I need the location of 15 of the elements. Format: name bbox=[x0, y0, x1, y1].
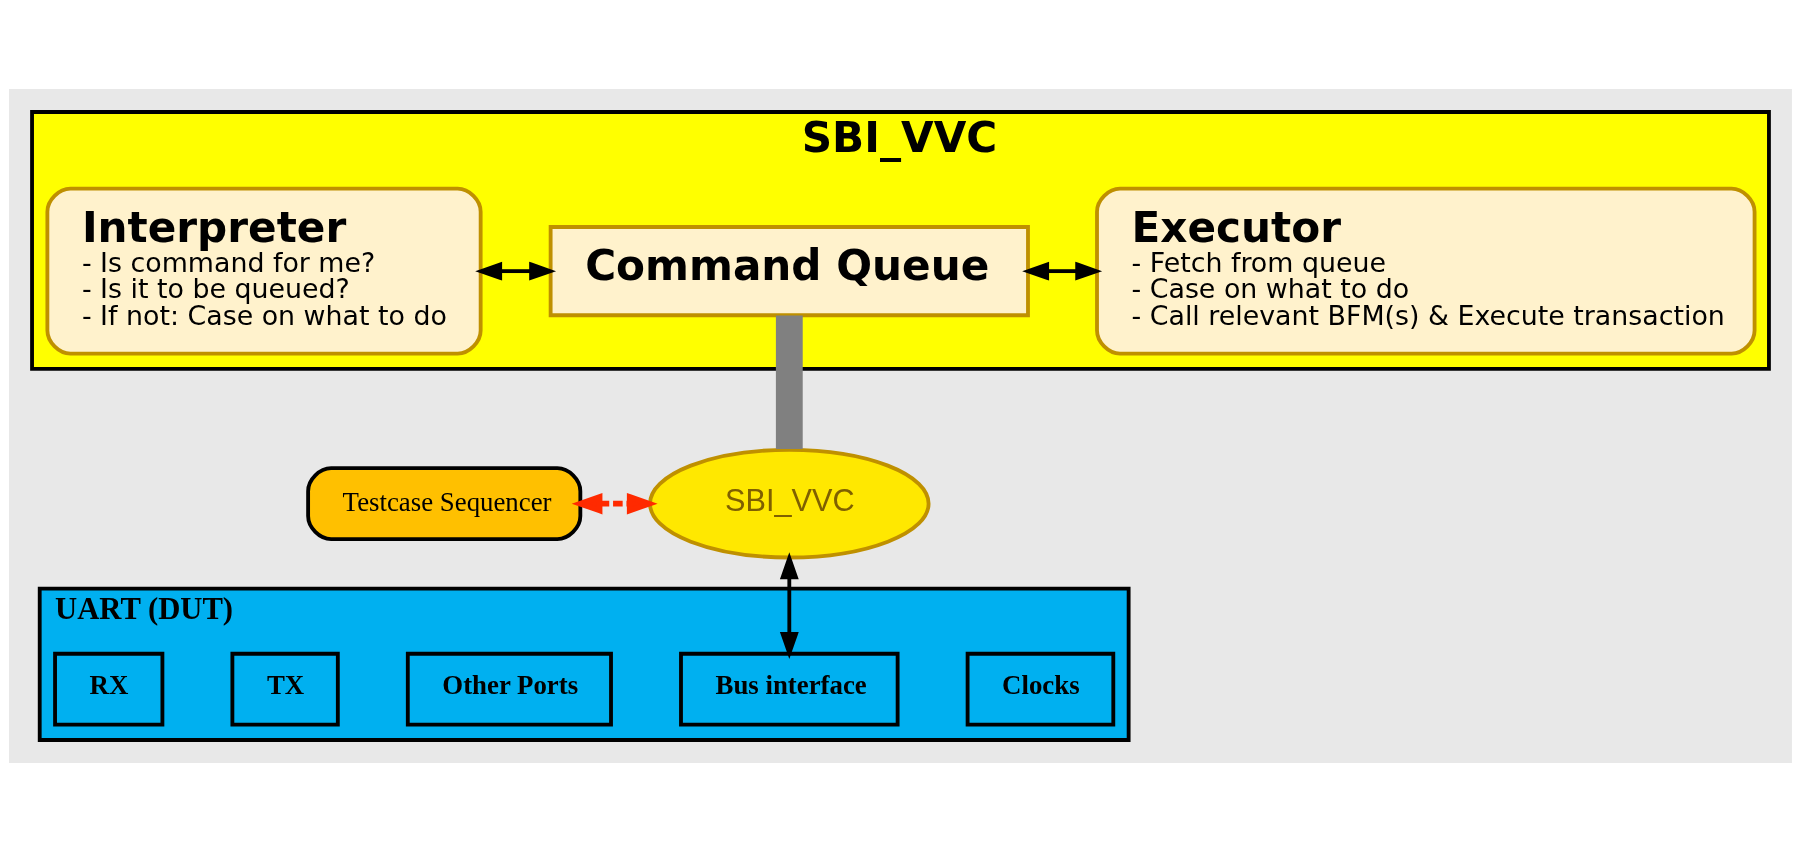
node-ellipse: SBI_VVC bbox=[648, 447, 931, 559]
arrow bbox=[571, 492, 658, 514]
connector bbox=[775, 315, 803, 449]
node-box: Bus interface bbox=[679, 651, 900, 727]
arrow bbox=[779, 551, 799, 659]
node-box: Other Ports bbox=[405, 651, 613, 727]
node-box: Clocks bbox=[965, 651, 1116, 727]
node-box: RX bbox=[53, 651, 165, 727]
arrow bbox=[1022, 261, 1103, 281]
arrow bbox=[475, 261, 557, 281]
node-box: TX bbox=[230, 651, 340, 727]
node-box: Executor - Fetch from queue - Case on what to do - Call relevant BFM(s) & Execute transaction bbox=[1095, 186, 1757, 355]
node-box: Interpreter - Is command for me? - Is it to be queued? - If not: Case on what to do bbox=[45, 186, 483, 355]
node-box: Command Queue bbox=[548, 224, 1030, 317]
node-box: Testcase Sequencer bbox=[306, 465, 583, 541]
